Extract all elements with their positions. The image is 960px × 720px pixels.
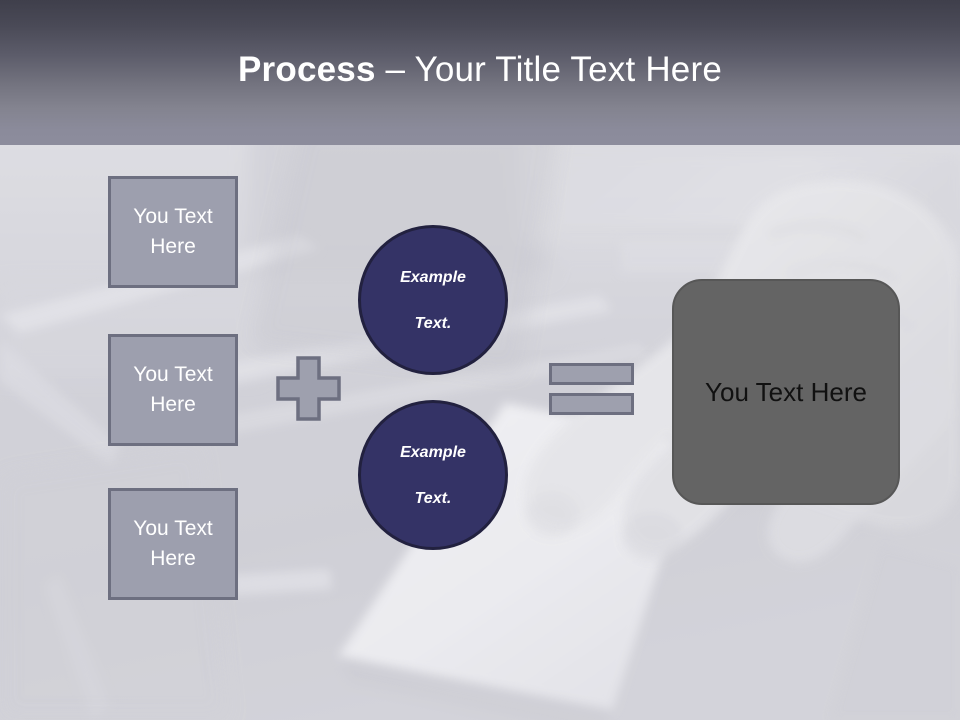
equals-bar-top — [549, 363, 634, 385]
page-title-regular: – Your Title Text Here — [375, 50, 722, 89]
title-bar: Process – Your Title Text Here — [0, 0, 960, 145]
result-box-label: You Text Here — [705, 377, 867, 407]
page-title-bold: Process — [238, 50, 376, 89]
input-box-2[interactable]: You Text Here — [108, 334, 238, 446]
input-box-2-label: You Text Here — [133, 363, 213, 416]
example-circle-1-line2: Text. — [414, 314, 452, 332]
input-box-3[interactable]: You Text Here — [108, 488, 238, 600]
page-title: Process – Your Title Text Here — [0, 50, 960, 90]
example-circle-2-line1: Example — [400, 443, 466, 461]
input-box-1[interactable]: You Text Here — [108, 176, 238, 288]
equals-bar-bottom — [549, 393, 634, 415]
plus-icon — [275, 355, 342, 422]
input-box-1-label: You Text Here — [133, 205, 213, 258]
example-circle-2-line2: Text. — [414, 489, 452, 507]
example-circle-1-line1: Example — [400, 268, 466, 286]
equals-icon — [549, 363, 634, 415]
input-box-3-label: You Text Here — [133, 517, 213, 570]
result-box[interactable]: You Text Here — [672, 279, 900, 505]
